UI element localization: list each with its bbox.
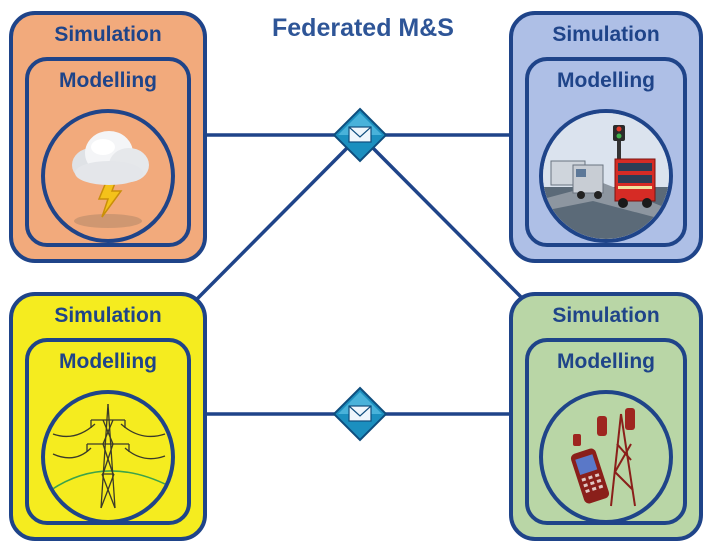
simulation-box-weather: Simulation Modelling (9, 11, 207, 263)
modelling-label: Modelling (557, 69, 655, 92)
model-circle (41, 390, 175, 524)
simulation-box-power: Simulation Modelling (9, 292, 207, 541)
link-hub-power (194, 133, 362, 302)
diagram-title: Federated M&S (272, 14, 454, 42)
traffic-icon (543, 113, 669, 239)
modelling-label: Modelling (557, 350, 655, 373)
envelope-icon (332, 386, 388, 442)
simulation-box-traffic: Simulation Modelling (509, 11, 703, 263)
modelling-box-traffic: Modelling (525, 57, 687, 247)
simulation-box-telecom: Simulation Modelling (509, 292, 703, 541)
modelling-box-weather: Modelling (25, 57, 191, 247)
link-hub-telecom (358, 133, 526, 302)
model-circle (539, 390, 673, 524)
power-pylon-icon (50, 403, 170, 509)
simulation-label: Simulation (54, 304, 162, 327)
simulation-label: Simulation (552, 23, 660, 46)
modelling-label: Modelling (59, 350, 157, 373)
simulation-label: Simulation (552, 304, 660, 327)
model-circle (539, 109, 673, 243)
envelope-icon (332, 107, 388, 163)
simulation-label: Simulation (54, 23, 162, 46)
modelling-label: Modelling (59, 69, 157, 92)
storm-cloud-icon (72, 131, 149, 228)
telecom-tower-icon (570, 408, 636, 507)
modelling-box-telecom: Modelling (525, 338, 687, 525)
modelling-box-power: Modelling (25, 338, 191, 525)
model-circle (41, 109, 175, 243)
